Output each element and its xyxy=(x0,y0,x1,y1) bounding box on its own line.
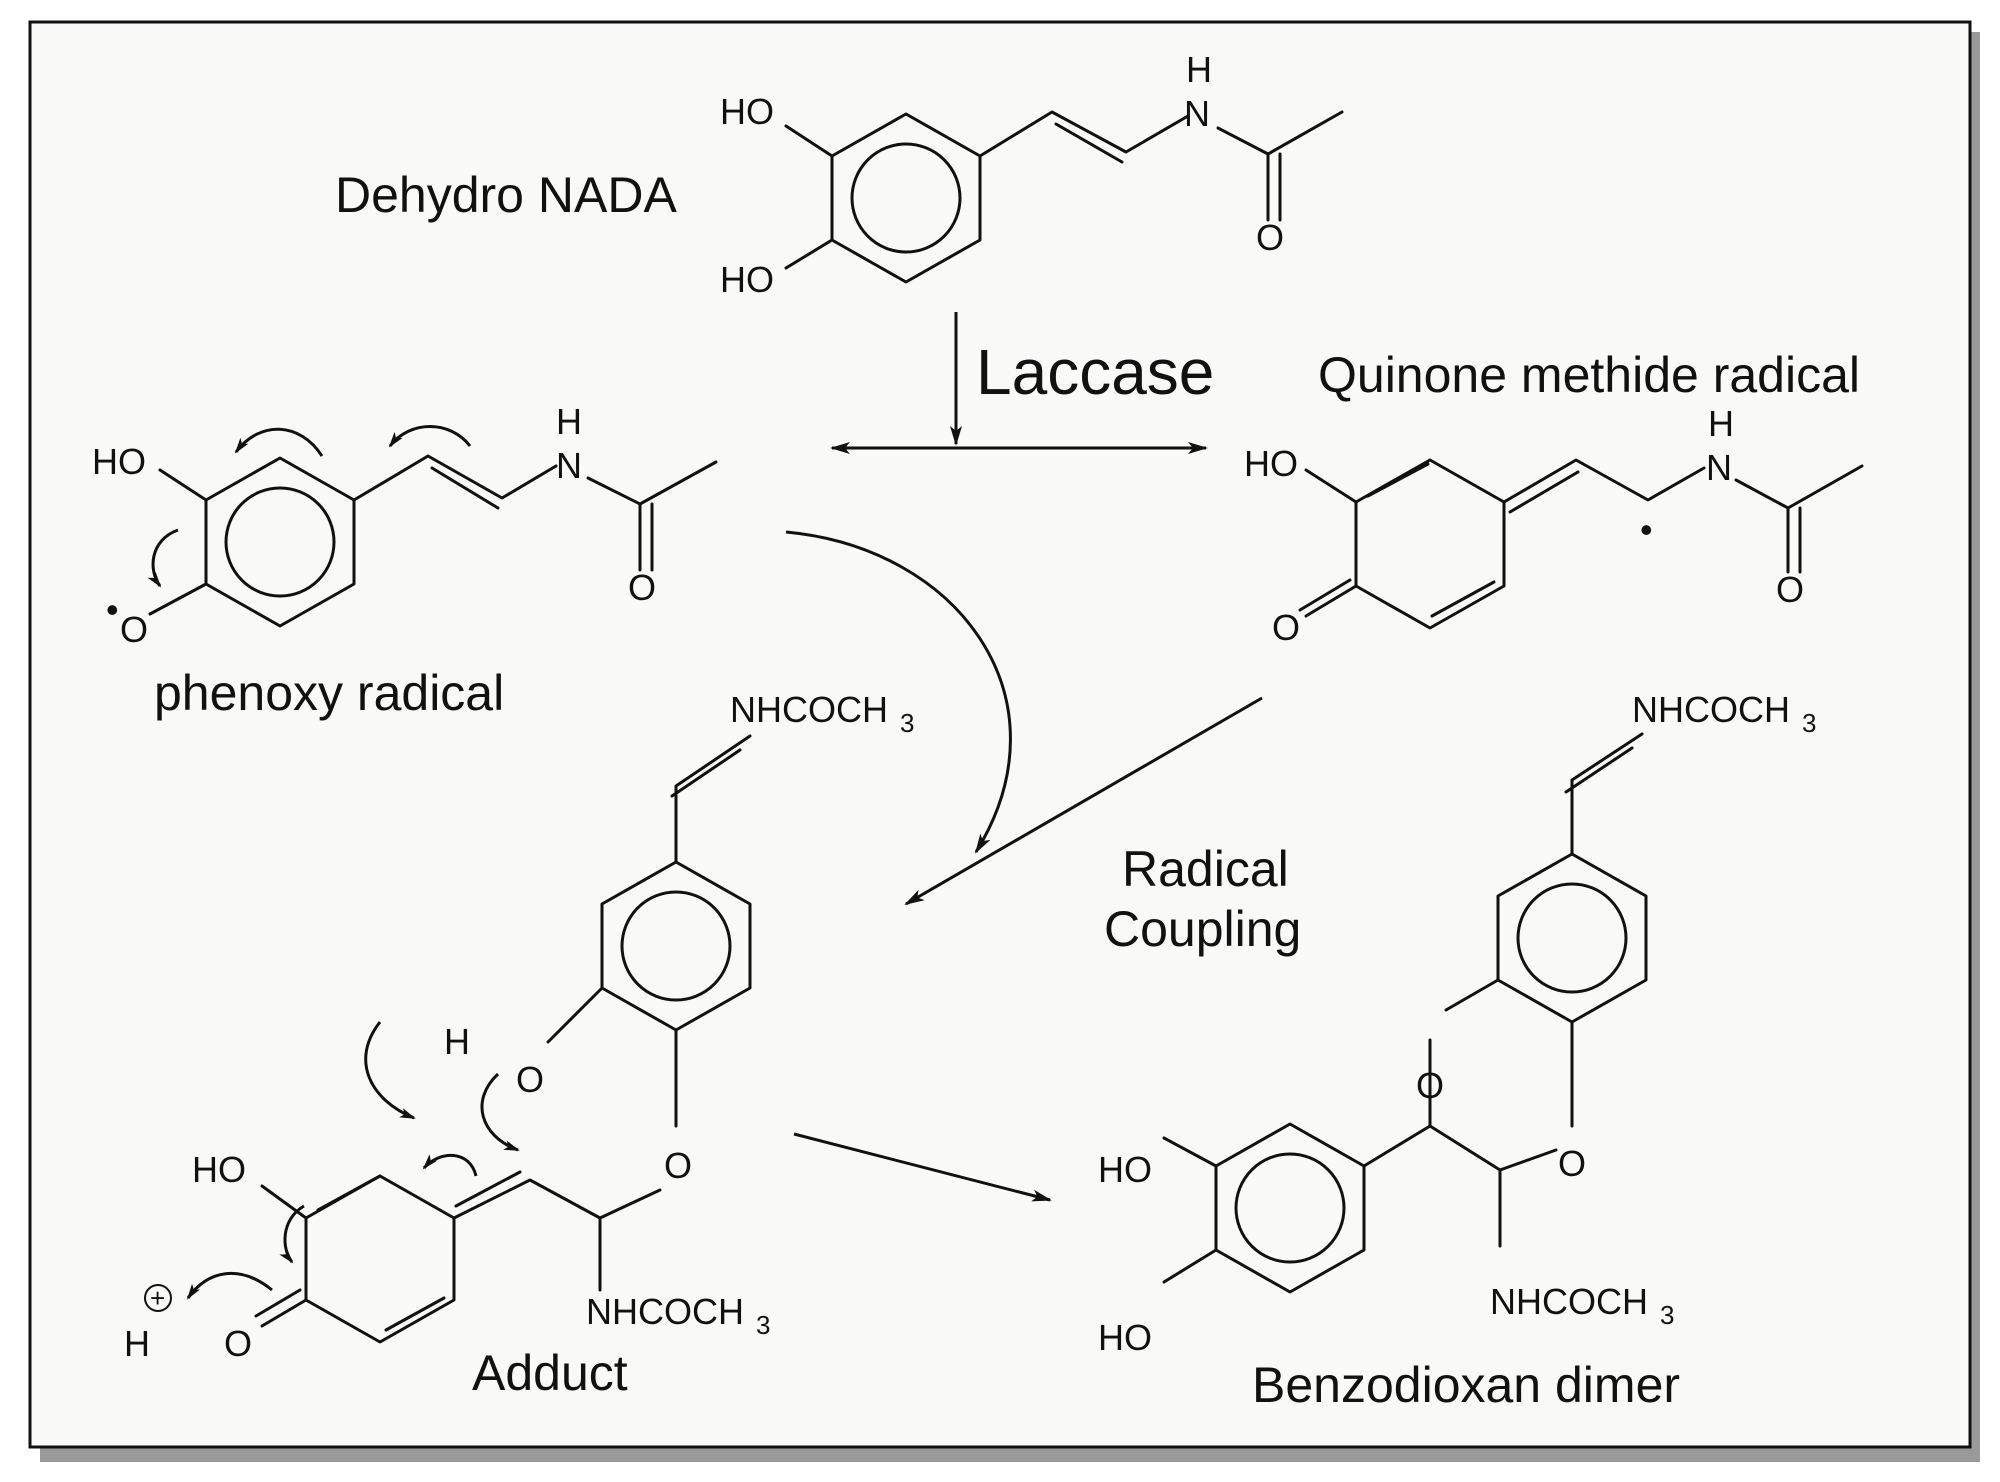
frame xyxy=(28,20,1972,1449)
arrow-to-dimer xyxy=(793,1132,1052,1202)
radical-dot: • xyxy=(106,589,119,630)
atom-o-radical: O xyxy=(120,609,148,650)
adduct-structure: H O O HO O H + NHCOCH 3 NHCOCH 3 xyxy=(124,689,914,1364)
atom-ho-bottom: HO xyxy=(720,259,774,300)
label-nhcoch: NHCOCH xyxy=(1490,1281,1648,1322)
label-nhcoch-top: NHCOCH xyxy=(1632,689,1790,730)
label-sub3-top: 3 xyxy=(1802,708,1816,738)
label-dehydro-nada: Dehydro NADA xyxy=(335,167,677,223)
benzodioxan-dimer-structure: O O HO HO NHCOCH 3 NHCOCH 3 xyxy=(1098,689,1816,1358)
atom-o-quinone: O xyxy=(1272,607,1300,648)
label-laccase: Laccase xyxy=(976,336,1214,408)
atom-ho: HO xyxy=(92,441,146,482)
atom-o-hydroxyl: O xyxy=(516,1059,544,1100)
atom-o-ether: O xyxy=(664,1145,692,1186)
label-coupling: Coupling xyxy=(1104,901,1301,957)
atom-h: H xyxy=(1708,403,1734,444)
curved-arrow-coupling xyxy=(785,530,1012,854)
arrow-coupling xyxy=(904,696,1263,906)
atom-o-ring2: O xyxy=(1558,1143,1586,1184)
label-adduct: Adduct xyxy=(472,1345,628,1401)
atom-o-carbonyl: O xyxy=(1776,569,1804,610)
atom-n: N xyxy=(1184,93,1210,134)
atom-h: H xyxy=(556,401,582,442)
quinone-methide-structure: HO O • H N O xyxy=(1244,403,1864,648)
atom-o-carbonyl: O xyxy=(628,567,656,608)
atom-o-quinone: O xyxy=(224,1323,252,1364)
label-phenoxy-radical: phenoxy radical xyxy=(154,665,504,721)
label-nhcoch: NHCOCH xyxy=(586,1291,744,1332)
atom-ho: HO xyxy=(1244,443,1298,484)
atom-n: N xyxy=(1706,447,1732,488)
plus-charge: + xyxy=(150,1283,165,1313)
label-sub3-top: 3 xyxy=(900,708,914,738)
label-quinone-methide-radical: Quinone methide radical xyxy=(1318,347,1860,403)
atom-h: H xyxy=(444,1021,470,1062)
label-radical: Radical xyxy=(1122,841,1289,897)
atom-o-carbonyl: O xyxy=(1256,217,1284,258)
atom-o-ring1: O xyxy=(1416,1065,1444,1106)
phenoxy-radical-structure: HO • O H N O xyxy=(92,401,718,650)
label-benzodioxan-dimer: Benzodioxan dimer xyxy=(1252,1357,1680,1413)
dehydro-nada-structure: HO HO H N O xyxy=(720,49,1344,300)
radical-dot: • xyxy=(1640,509,1653,550)
atom-ho: HO xyxy=(192,1149,246,1190)
atom-h-proton: H xyxy=(124,1323,150,1364)
label-sub3: 3 xyxy=(1660,1300,1674,1330)
label-nhcoch-top: NHCOCH xyxy=(730,689,888,730)
atom-ho-bottom: HO xyxy=(1098,1317,1152,1358)
label-sub3: 3 xyxy=(756,1310,770,1340)
atom-ho-top: HO xyxy=(1098,1149,1152,1190)
atom-n: N xyxy=(556,445,582,486)
atom-h: H xyxy=(1186,49,1212,90)
atom-ho-top: HO xyxy=(720,91,774,132)
